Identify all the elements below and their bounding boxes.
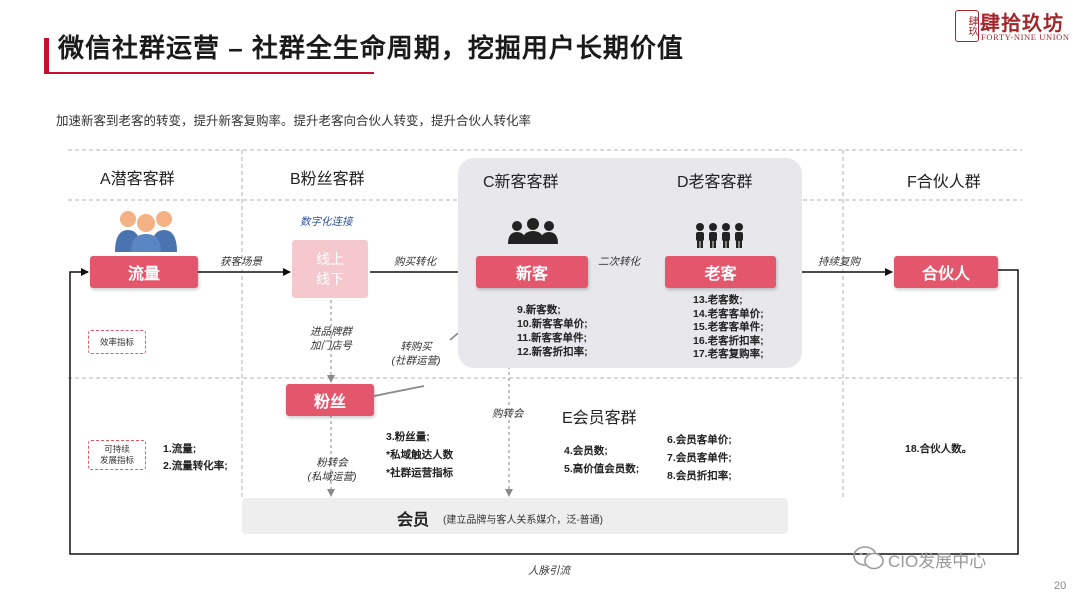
metric-item: 2.流量转化率; (163, 460, 228, 472)
metric-item: 7.会员客单件; (667, 452, 732, 464)
join-brand-line2: 加门店号 (310, 340, 352, 352)
column-header-f: F合伙人群 (907, 174, 981, 191)
member-metrics-left: 4.会员数; 5.高价值会员数; (564, 442, 639, 478)
traffic-metrics: 1.流量; 2.流量转化率; (163, 441, 228, 475)
metric-item: 10.新客客单价; (517, 318, 588, 330)
page-subtitle: 加速新客到老客的转变，提升新客复购率。提升老客向合伙人转变，提升合伙人转化率 (56, 114, 532, 128)
convert-purchase-label: 转购买 (社群运营) (384, 340, 448, 368)
metric-item: 9.新客数; (517, 304, 561, 316)
digital-connect-label: 数字化连接 (300, 216, 353, 228)
watermark-text: CIO发展中心 (888, 552, 987, 571)
join-brand-label: 进品牌群 加门店号 (302, 325, 360, 353)
online-offline-node[interactable]: 线上 线下 (292, 240, 368, 298)
new-customer-node[interactable]: 新客 (476, 256, 588, 288)
title-underline (44, 72, 374, 74)
offline-label: 线下 (316, 271, 344, 287)
metric-item: *私域触达人数 (386, 449, 454, 461)
new-customer-metrics: 9.新客数; 10.新客客单价; 11.新客客单件; 12.新客折扣率; (517, 303, 588, 359)
metric-item: 16.老客折扣率; (693, 334, 764, 347)
metric-item: 8.会员折扣率; (667, 470, 732, 482)
fans-member-line2: (私域运营) (307, 471, 357, 483)
member-section-title: E会员客群 (562, 410, 637, 427)
metric-item: 17.老客复购率; (693, 348, 764, 360)
column-header-c: C新客客群 (483, 174, 559, 191)
group-icon (508, 218, 558, 244)
title-accent-bar (44, 38, 49, 74)
acquire-scene-label: 获客场景 (220, 256, 262, 268)
sustainable-line1: 可持续 (104, 444, 130, 454)
member-bar (242, 498, 788, 534)
fans-member-line1: 粉转会 (316, 457, 348, 469)
metric-item: 18.合伙人数。 (905, 443, 973, 455)
member-metrics-right: 6.会员客单价; 7.会员客单件; 8.会员折扣率; (667, 431, 732, 485)
column-header-b: B粉丝客群 (290, 171, 365, 188)
fans-metrics: 3.粉丝量; *私域触达人数 *社群运营指标 (386, 428, 453, 482)
logo-name-en: FORTY-NINE UNION (981, 32, 1070, 42)
metric-item: 11.新客客单件; (517, 332, 588, 344)
purchase-member-label: 购转会 (492, 408, 524, 420)
metric-item: *社群运营指标 (386, 467, 454, 479)
metric-item: 12.新客折扣率; (517, 346, 588, 358)
join-brand-line1: 进品牌群 (310, 326, 352, 338)
metric-item: 15.老客客单件; (693, 321, 764, 333)
member-note: (建立品牌与客人关系媒介，泛-普通) (443, 515, 603, 526)
efficiency-indicator-tag: 效率指标 (88, 330, 146, 354)
continuous-repurchase-label: 持续复购 (818, 256, 860, 268)
referral-label: 人脉引流 (528, 565, 570, 577)
sustainable-line2: 发展指标 (99, 455, 134, 465)
convert-purchase-line2: (社群运营) (391, 355, 441, 367)
metric-item: 1.流量; (163, 443, 197, 455)
purchase-convert-label: 购买转化 (394, 256, 436, 268)
metric-item: 14.老客客单价; (693, 307, 764, 320)
column-header-d: D老客客群 (677, 174, 753, 191)
logo-name: 肆拾玖坊 (980, 13, 1064, 35)
second-convert-label: 二次转化 (598, 256, 640, 268)
old-customer-node[interactable]: 老客 (665, 256, 776, 288)
partner-metrics: 18.合伙人数。 (905, 442, 972, 456)
fans-node[interactable]: 粉丝 (286, 384, 374, 416)
convert-purchase-line1: 转购买 (400, 341, 432, 353)
traffic-node[interactable]: 流量 (90, 256, 198, 288)
member-label: 会员 (397, 512, 430, 529)
team-icon (696, 223, 743, 248)
old-customer-metrics: 13.老客数; 14.老客客单价; 15.老客客单件; 16.老客折扣率; 17… (693, 294, 764, 362)
metric-item: 6.会员客单价; (667, 434, 732, 446)
crowd-icon (115, 211, 177, 252)
wechat-icon (853, 546, 884, 570)
online-label: 线上 (316, 251, 344, 267)
metric-item: 13.老客数; (693, 294, 743, 306)
fans-member-label: 粉转会 (私域运营) (300, 456, 364, 484)
metric-item: 4.会员数; (564, 445, 608, 457)
metric-item: 5.高价值会员数; (564, 463, 640, 475)
partner-node[interactable]: 合伙人 (894, 256, 998, 288)
metric-item: 3.粉丝量; (386, 431, 430, 443)
sustainable-indicator-tag: 可持续 发展指标 (88, 440, 146, 470)
logo-seal-icon: 肆玖 (955, 10, 979, 42)
page-title: 微信社群运营 – 社群全生命周期，挖掘用户长期价值 (58, 33, 684, 63)
page-number: 20 (1054, 580, 1067, 592)
column-header-a: A潜客客群 (100, 171, 175, 188)
